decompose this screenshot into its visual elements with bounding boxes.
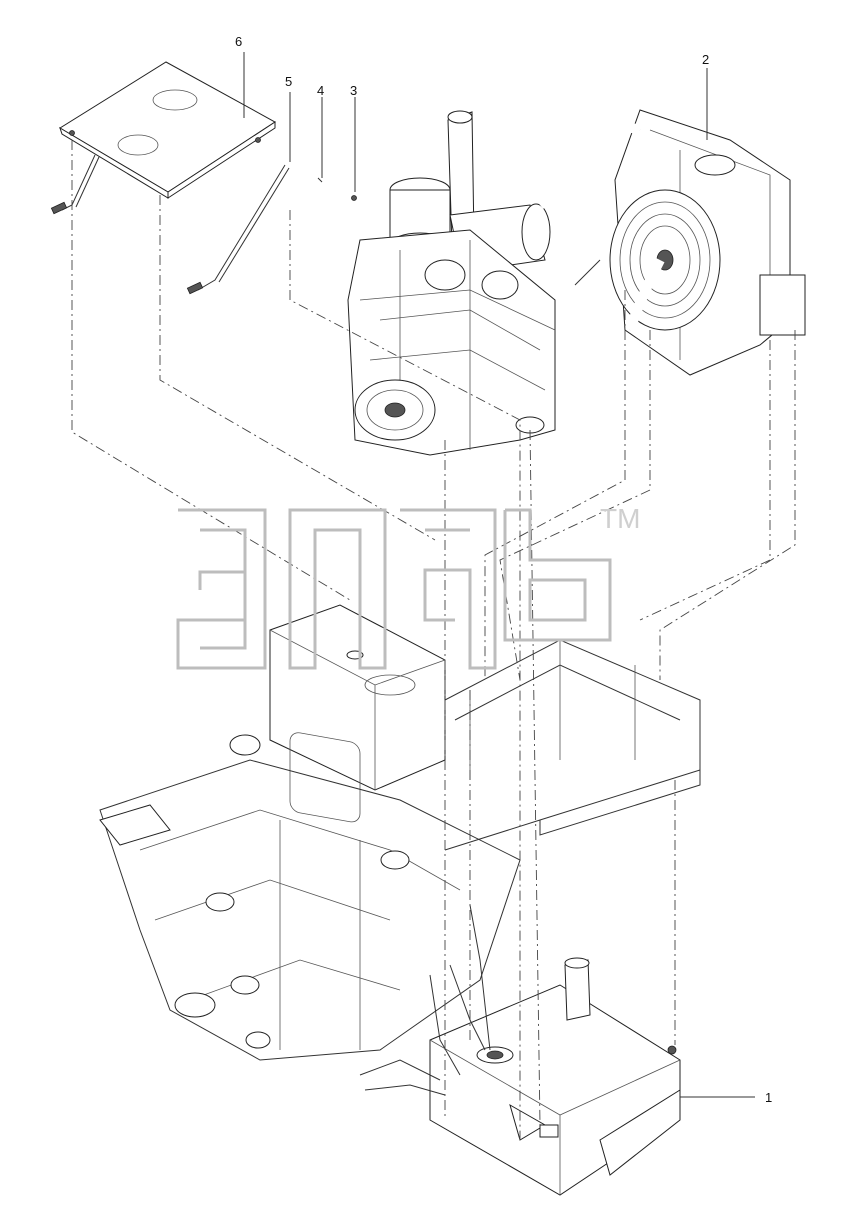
- cover-plate-part-6: [50, 61, 357, 295]
- callout-5: 5: [285, 74, 292, 89]
- callout-2: 2: [702, 52, 709, 67]
- callout-1: 1: [765, 1090, 772, 1105]
- watermark: TM: [176, 503, 640, 670]
- radiator-part-2: [536, 109, 806, 376]
- callouts: 6 5 4 3 2 1: [235, 34, 772, 1105]
- fuel-tank-part-1: [359, 904, 681, 1196]
- callout-3: 3: [350, 83, 357, 98]
- callout-6: 6: [235, 34, 242, 49]
- watermark-trademark: TM: [600, 503, 640, 534]
- engine-assembly: [347, 110, 556, 456]
- chassis-frame: [99, 604, 701, 1061]
- alignment-lines: [71, 140, 796, 1140]
- callout-4: 4: [317, 83, 324, 98]
